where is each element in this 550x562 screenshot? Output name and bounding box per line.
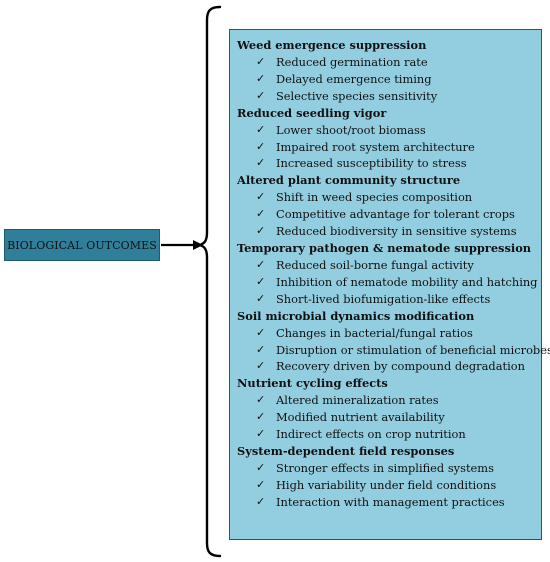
list-item: ✓ Impaired root system architecture <box>237 139 541 156</box>
list-item-text: Stronger effects in simplified systems <box>276 461 494 476</box>
check-icon: ✓ <box>256 410 266 424</box>
check-icon: ✓ <box>256 190 266 204</box>
curly-bracket <box>198 5 222 558</box>
section-title: Nutrient cycling effects <box>237 376 388 391</box>
check-icon: ✓ <box>256 291 266 305</box>
check-icon: ✓ <box>256 207 266 221</box>
list-item: ✓ Disruption or stimulation of beneficial… <box>237 342 550 359</box>
list-item: ✓ Inhibition of nematode mobility and hat… <box>237 274 541 291</box>
check-icon: ✓ <box>256 258 266 272</box>
list-item: ✓ Reduced soil-borne fungal activity <box>237 257 541 274</box>
list-item: ✓ Interaction with management practices <box>237 494 541 511</box>
check-icon: ✓ <box>256 342 266 356</box>
list-item: ✓ Recovery driven by compound degradation <box>237 358 541 375</box>
section-title: Weed emergence suppression <box>237 38 427 52</box>
list-item-text: Disruption or stimulation of beneficial … <box>276 342 550 357</box>
check-icon: ✓ <box>256 359 266 373</box>
section-title: System-dependent field responses <box>237 444 455 459</box>
list-item: ✓ Reduced germination rate <box>237 54 541 71</box>
check-icon: ✓ <box>256 55 266 68</box>
list-item-text: Impaired root system architecture <box>276 139 475 154</box>
list-item-text: Lower shoot/root biomass <box>276 122 426 137</box>
list-item-text: Modified nutrient availability <box>276 410 445 425</box>
list-item: ✓ High variability under field conditions <box>237 477 541 494</box>
check-icon: ✓ <box>256 427 266 441</box>
list-item-text: Increased susceptibility to stress <box>276 156 467 171</box>
list-item: ✓ Increased susceptibility to stress <box>237 155 541 172</box>
list-item-text: Delayed emergence timing <box>276 71 432 86</box>
list-item: ✓ Competitive advantage for tolerant crop… <box>237 206 541 223</box>
check-icon: ✓ <box>256 477 266 491</box>
check-icon: ✓ <box>256 224 266 238</box>
list-item: ✓ Indirect effects on crop nutrition <box>237 426 541 443</box>
list-item: ✓ Shift in weed species composition <box>237 189 541 206</box>
section-title: Reduced seedling vigor <box>237 105 387 120</box>
list-item-text: Short-lived biofumigation-like effects <box>276 291 491 306</box>
biological-outcomes-label: BIOLOGICAL OUTCOMES <box>4 229 160 261</box>
list-item: ✓ Delayed emergence timing <box>237 71 541 88</box>
outcomes-panel: Weed emergence suppression ✓ Reduced germi… <box>229 29 550 540</box>
list-item-text: Reduced soil-borne fungal activity <box>276 258 474 273</box>
check-icon: ✓ <box>256 393 266 407</box>
check-icon: ✓ <box>256 274 266 288</box>
check-icon: ✓ <box>256 139 266 153</box>
section-title: Soil microbial dynamics modification <box>237 308 475 323</box>
list-item-text: Interaction with management practices <box>276 494 505 509</box>
list-item: ✓ Lower shoot/root biomass <box>237 122 541 139</box>
list-item-text: Reduced germination rate <box>276 55 428 69</box>
list-item-text: High variability under field conditions <box>276 477 497 492</box>
check-icon: ✓ <box>256 71 266 85</box>
biological-outcomes-text: BIOLOGICAL OUTCOMES <box>7 238 157 252</box>
list-item: ✓ Stronger effects in simplified systems <box>237 460 541 477</box>
list-item: ✓ Reduced biodiversity in sensitive syste… <box>237 223 541 240</box>
list-item-text: Competitive advantage for tolerant crops <box>276 207 515 222</box>
list-item-text: Reduced biodiversity in sensitive system… <box>276 224 517 239</box>
check-icon: ✓ <box>256 325 266 339</box>
check-icon: ✓ <box>256 461 266 475</box>
list-item-text: Changes in bacterial/fungal ratios <box>276 325 473 340</box>
list-item: ✓ Short-lived biofumigation-like effects <box>237 291 541 308</box>
list-item: ✓ Modified nutrient availability <box>237 409 541 426</box>
list-item-text: Inhibition of nematode mobility and hatc… <box>276 274 538 289</box>
list-item: ✓ Altered mineralization rates <box>237 392 541 409</box>
list-item: ✓ Changes in bacterial/fungal ratios <box>237 325 541 342</box>
check-icon: ✓ <box>256 88 266 102</box>
list-item-text: Indirect effects on crop nutrition <box>276 427 466 442</box>
check-icon: ✓ <box>256 494 266 508</box>
list-item-text: Recovery driven by compound degradation <box>276 359 525 374</box>
section-title: Altered plant community structure <box>237 173 461 188</box>
check-icon: ✓ <box>256 122 266 136</box>
list-item-text: Altered mineralization rates <box>276 393 439 408</box>
list-item: ✓ Selective species sensitivity <box>237 88 541 105</box>
list-item-text: Selective species sensitivity <box>276 88 438 103</box>
list-item-text: Shift in weed species composition <box>276 190 473 205</box>
section-title: Temporary pathogen & nematode suppressio… <box>237 241 532 256</box>
check-icon: ✓ <box>256 156 266 170</box>
